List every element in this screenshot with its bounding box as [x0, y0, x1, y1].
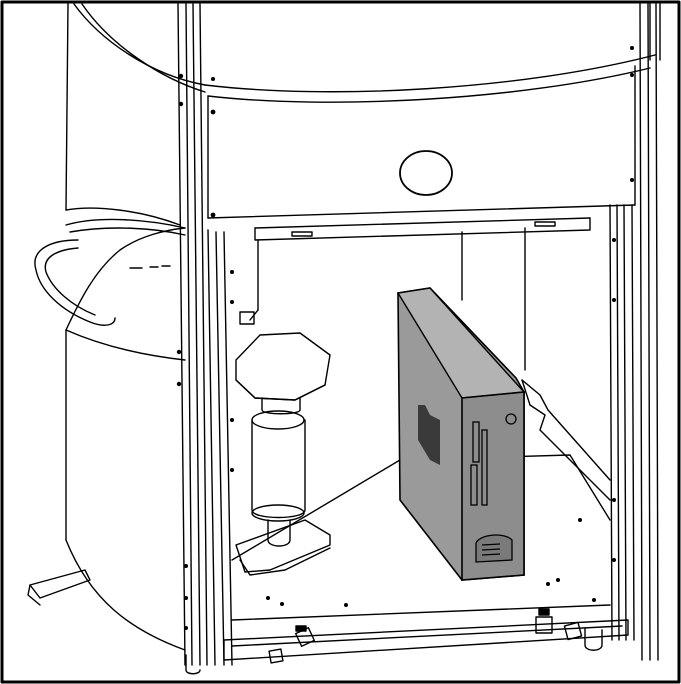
upper-panel-slot-right	[534, 221, 556, 227]
pc-tower-power-button	[505, 413, 517, 425]
front-vertical-rail-left	[177, 3, 233, 666]
cable-connectors	[268, 608, 583, 664]
printer-base-plate	[235, 519, 331, 573]
side-bracket	[521, 379, 611, 501]
label-printer-roll	[251, 410, 306, 547]
left-curved-body	[27, 3, 186, 651]
front-vertical-rail-right	[609, 3, 659, 661]
cabinet-top-dome	[73, 3, 661, 103]
upper-panel	[207, 65, 636, 241]
leveling-feet	[185, 627, 603, 675]
pc-tower	[396, 287, 526, 581]
upper-panel-slot-left	[291, 231, 313, 237]
pc-tower-front	[461, 391, 525, 581]
left-side-shelf	[65, 218, 186, 331]
carry-handle	[34, 239, 116, 326]
printer-head-clip	[239, 311, 255, 325]
screw-dots	[176, 46, 634, 630]
pc-tower-logo	[418, 405, 440, 465]
pc-tower-front-grille	[475, 534, 513, 563]
round-port-hole	[399, 150, 453, 196]
pc-tower-drive-slots	[470, 421, 488, 506]
bottom-rail	[223, 619, 629, 661]
printer-head	[235, 311, 331, 415]
